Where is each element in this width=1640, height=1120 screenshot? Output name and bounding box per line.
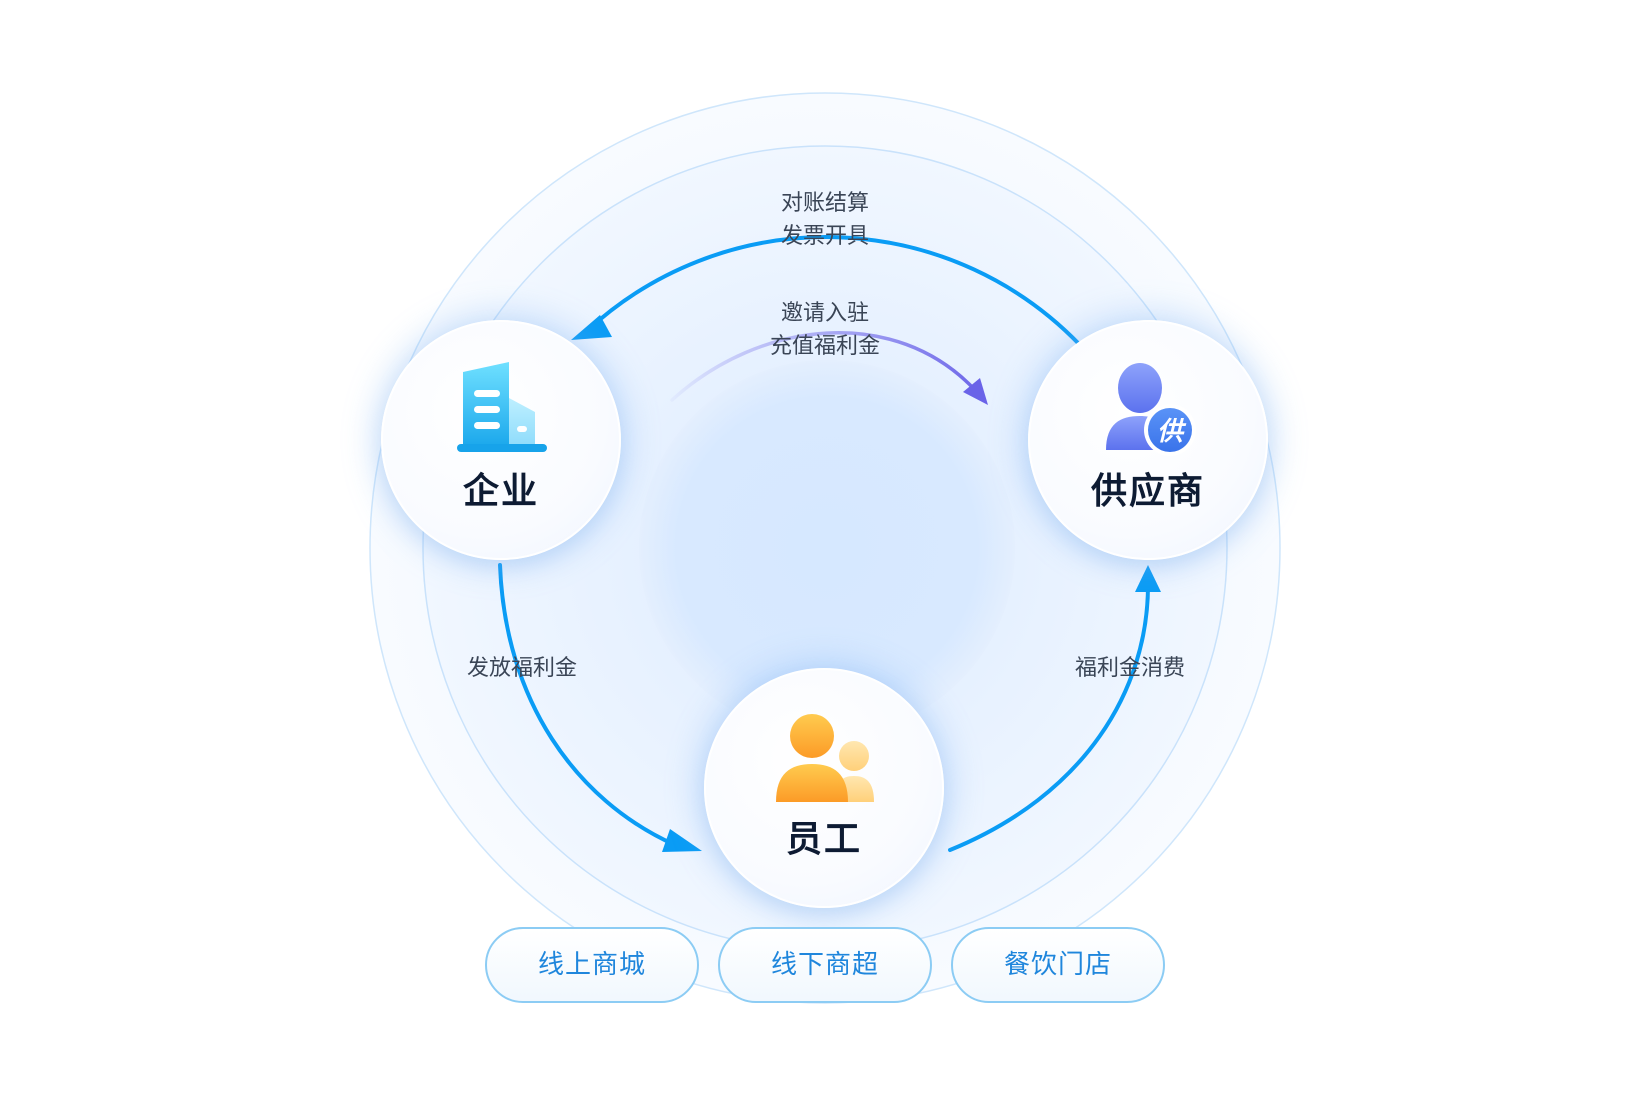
- edge-label-distribute: 发放福利金: [466, 656, 577, 681]
- supplier-person-icon: 供: [1106, 363, 1196, 456]
- arrow-distribute: [498, 563, 677, 847]
- channel-pill-restaurant[interactable]: 餐饮门店: [951, 927, 1165, 1003]
- arrow-settlement: [586, 235, 1082, 347]
- arrowhead-consume: [1135, 565, 1161, 592]
- node-supplier-label: 供应商: [1090, 471, 1205, 512]
- node-employee-label: 员工: [785, 819, 862, 860]
- arrowhead-settlement: [571, 315, 612, 340]
- channel-pill-offline-supermarket[interactable]: 线下商超: [718, 927, 932, 1003]
- edge-label-invite-line1: 邀请入驻: [780, 301, 869, 326]
- node-employee: 员工: [704, 668, 944, 908]
- edge-label-invite: 邀请入驻 充值福利金: [715, 297, 935, 363]
- edge-label-invite-line2: 充值福利金: [769, 334, 880, 359]
- arrowhead-distribute: [662, 829, 702, 852]
- arrowhead-invite: [963, 378, 988, 405]
- supplier-badge-text: 供: [1157, 417, 1187, 447]
- channel-pill-online-mall[interactable]: 线上商城: [485, 927, 699, 1003]
- edge-label-settlement-line1: 对账结算: [780, 191, 869, 216]
- arrow-invite: [670, 331, 977, 402]
- node-enterprise: 企业: [381, 320, 621, 560]
- node-enterprise-label: 企业: [462, 471, 539, 512]
- node-supplier: 供 供应商: [1028, 320, 1268, 560]
- arrow-consume: [948, 583, 1150, 852]
- edge-label-settlement: 对账结算 发票开具: [715, 187, 935, 253]
- edge-label-settlement-line2: 发票开具: [780, 224, 869, 249]
- inner-circle: [639, 360, 1015, 736]
- people-icon: [776, 714, 874, 802]
- building-icon: [457, 362, 547, 452]
- edge-label-consume: 福利金消费: [1074, 656, 1185, 681]
